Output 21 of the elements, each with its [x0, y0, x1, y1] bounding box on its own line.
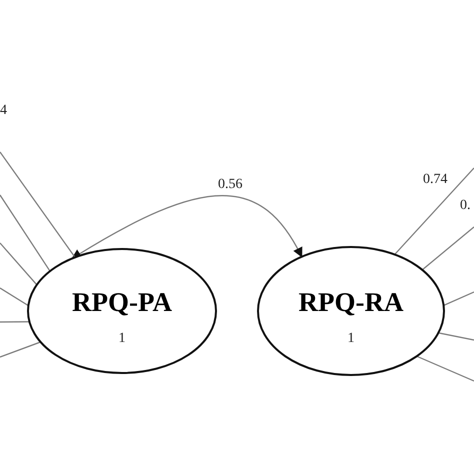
path-line — [0, 194, 50, 272]
path-line — [0, 152, 76, 258]
path-line — [416, 356, 474, 382]
path-line — [422, 226, 474, 270]
loading-value: 0.74 — [423, 173, 448, 187]
path-line — [0, 242, 38, 286]
loading-value: 0. — [460, 199, 470, 213]
variance-value: 1 — [348, 332, 354, 346]
path-line — [438, 332, 474, 341]
variable-name: RPQ-PA — [72, 288, 172, 316]
path-line — [443, 291, 474, 306]
path-line — [394, 168, 474, 255]
variance-value: 1 — [118, 332, 126, 346]
double-headed-arrow — [71, 195, 302, 259]
path-line — [0, 321, 30, 323]
path-line — [0, 341, 41, 358]
variable-name: RPQ-RA — [298, 288, 404, 316]
loading-value: 4 — [0, 104, 7, 118]
latent-variable-ellipse — [27, 248, 217, 374]
latent-variable-ellipse — [257, 246, 445, 376]
path-line — [0, 287, 29, 306]
